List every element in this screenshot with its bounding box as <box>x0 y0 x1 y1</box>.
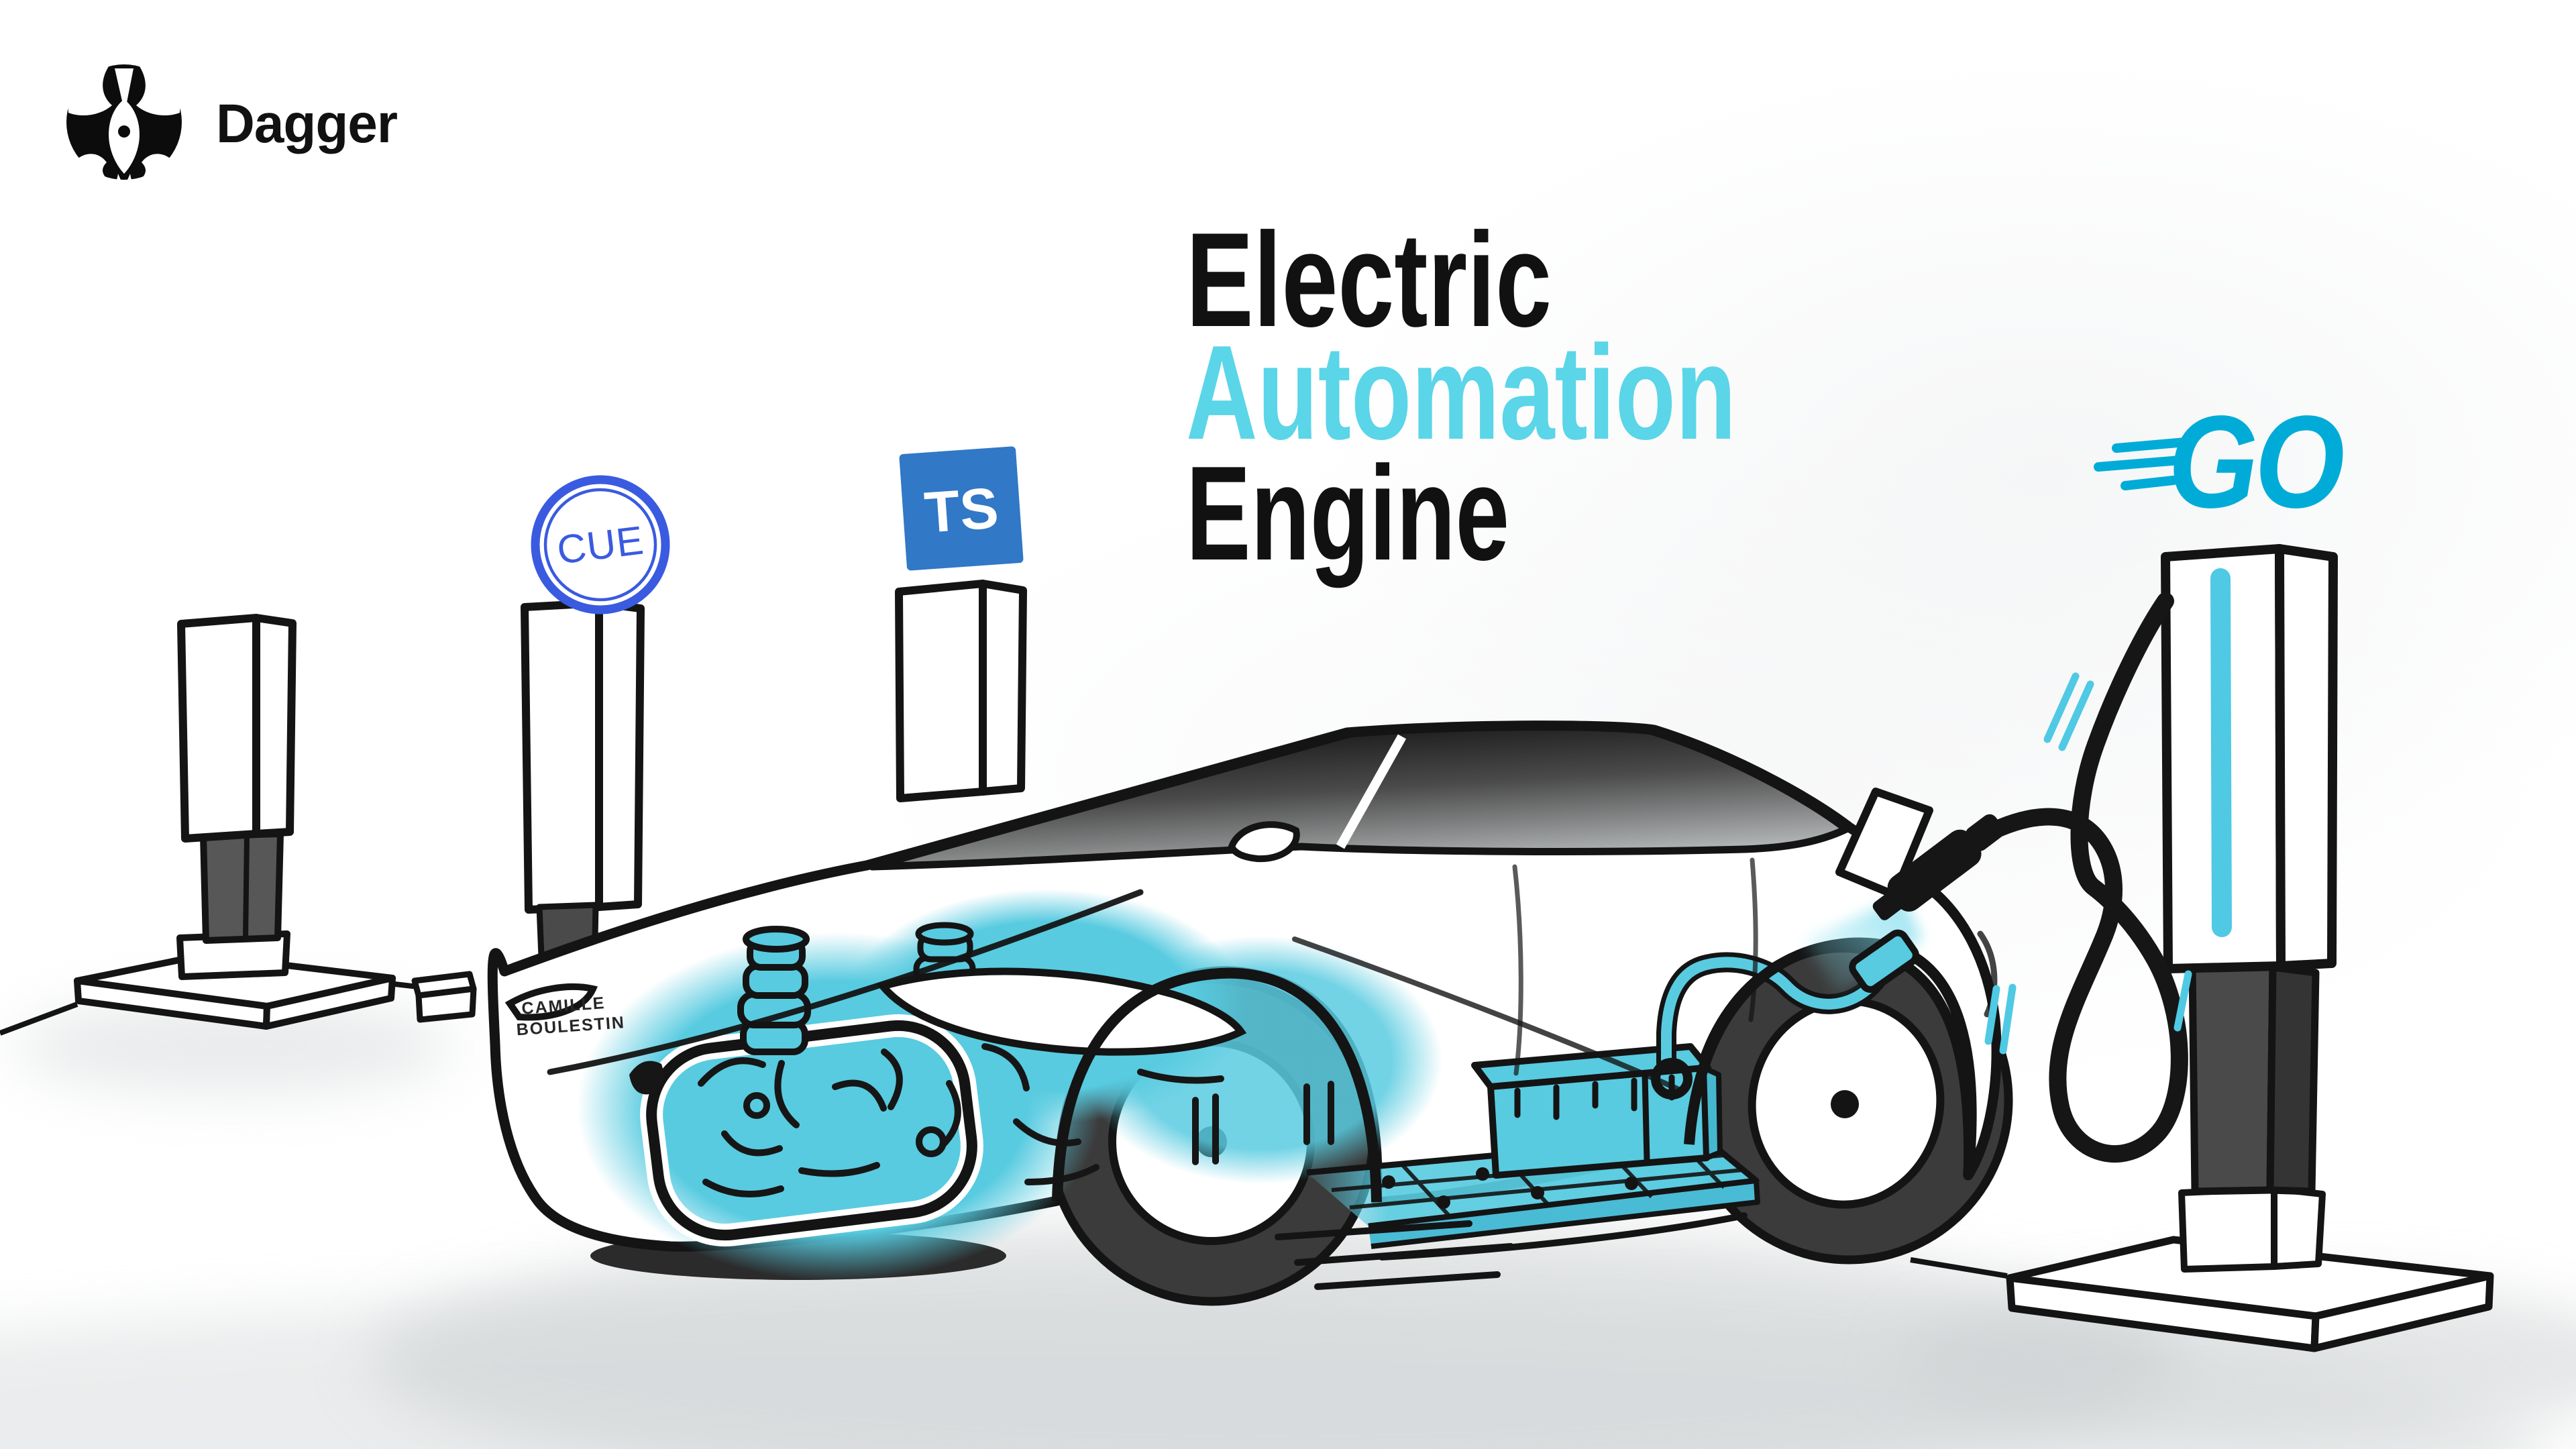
go-speed-line-2 <box>2094 455 2185 472</box>
rear-wheel-hub <box>1831 1090 1859 1118</box>
dagger-icon-left-wave <box>76 154 107 180</box>
front-edge-light <box>504 983 598 1021</box>
station-collar-front <box>2178 1185 2277 1273</box>
port-connector-xray <box>1849 929 1919 993</box>
go-logo-label: GO <box>2168 388 2343 535</box>
go-logo: GO <box>2094 388 2347 535</box>
station-pillar-side <box>2275 544 2338 971</box>
cue-logo-outer-ring <box>531 475 670 614</box>
dagger-icon-left-wing <box>68 66 112 116</box>
charge-glow-beam <box>1805 896 1923 994</box>
go-logo-speed-lines <box>2094 437 2190 490</box>
typescript-logo-label: TS <box>922 476 1000 545</box>
ground-line-left <box>0 1002 78 1036</box>
station-pillar-front <box>521 599 603 914</box>
brand-header: Dagger <box>66 64 398 193</box>
engine-blob <box>629 1061 664 1095</box>
dagger-icon-right-wave <box>142 154 172 180</box>
typescript-logo-square <box>899 446 1024 571</box>
dagger-icon-flame-right <box>125 174 140 193</box>
charging-station-go <box>1910 544 2494 1352</box>
side-mirror <box>1228 821 1300 863</box>
charging-station-left <box>0 614 477 1036</box>
a-pillar-divider <box>1336 734 1407 849</box>
cue-logo: CUE <box>531 475 670 614</box>
station-pillar-front <box>895 580 987 802</box>
dagger-logo-icon <box>66 64 182 193</box>
charging-cable <box>1985 592 2188 1163</box>
front-wheel-arch <box>1052 967 1382 1203</box>
station-pillar-side <box>595 599 645 911</box>
cue-logo-label: CUE <box>555 517 647 572</box>
title-line-3: Engine <box>1186 439 1509 588</box>
charge-port <box>1805 788 1933 994</box>
station-pedestal-front <box>2188 963 2277 1195</box>
windshield-and-windows <box>868 723 1850 871</box>
cue-logo-inner-ring <box>543 488 657 602</box>
station-pillar-side <box>252 614 297 838</box>
charging-cable-assembly <box>1872 592 2192 1163</box>
station-collar-side <box>2271 1185 2326 1270</box>
battery-hatch-lines <box>1275 1212 1748 1290</box>
dagger-icon-right-wing <box>136 66 180 116</box>
station-charge-indicator-stripe <box>2210 568 2232 937</box>
station-pillar-front <box>177 614 260 843</box>
station-base-side <box>263 975 396 1030</box>
dagger-icon-rocket-window <box>118 125 130 138</box>
charging-station-ts <box>895 580 1027 802</box>
go-speed-line-3 <box>2121 476 2178 490</box>
station-pedestal-divider <box>243 835 250 938</box>
small-slab-front <box>415 985 477 1023</box>
charge-port-flap <box>1835 788 1933 899</box>
dagger-icon-pennant <box>115 68 133 113</box>
station-pedestal-side <box>2266 963 2320 1195</box>
left-station-shadow <box>13 1000 456 1093</box>
ground-line-right <box>1910 1257 2008 1279</box>
engine-sketch-lines <box>698 1043 1334 1197</box>
typescript-logo: TS <box>899 446 1024 571</box>
bottom-shadow <box>0 1288 2545 1449</box>
station-pedestal <box>200 830 284 944</box>
spark-marks <box>1984 672 2192 1055</box>
title-line-1: Electric <box>1186 205 1552 355</box>
dagger-icon-flame-left <box>108 174 123 193</box>
title-line-2: Automation <box>1186 318 1736 468</box>
charging-plug <box>1872 814 2004 920</box>
station-pillar-side <box>979 580 1027 796</box>
station-base-side <box>2310 1272 2494 1352</box>
go-speed-line-1 <box>2112 437 2190 453</box>
strut-tower-left <box>737 926 811 1055</box>
electric-car: CAMILLE BOULESTIN <box>487 720 2013 1306</box>
title-block: Electric Automation Engine <box>1186 205 1736 588</box>
brand-wordmark: Dagger <box>216 93 397 154</box>
